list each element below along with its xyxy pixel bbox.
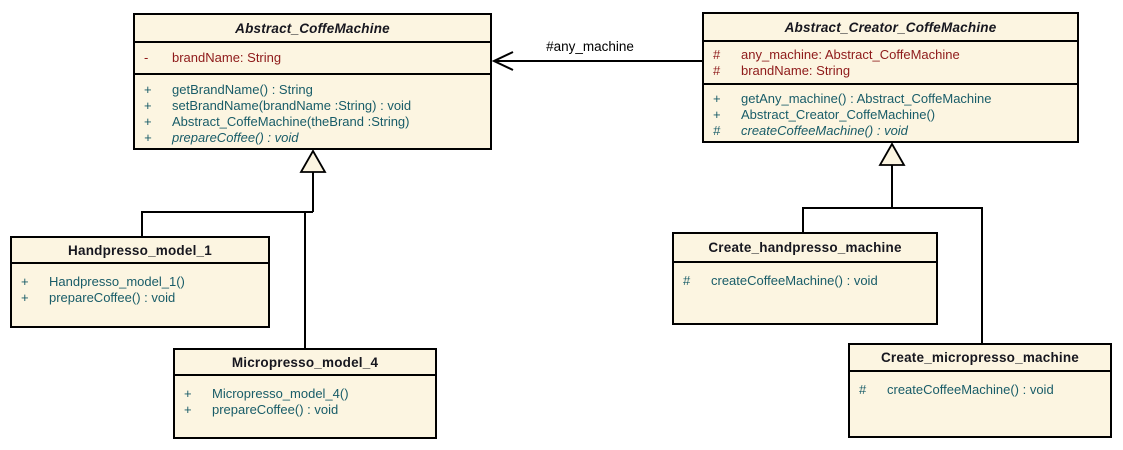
method-item: + getAny_machine() : Abstract_CoffeMachi…	[704, 91, 1077, 107]
class-title: Create_handpresso_machine	[674, 234, 936, 263]
visibility-marker: #	[713, 123, 721, 138]
methods-compartment: + getBrandName() : String + setBrandName…	[135, 75, 490, 146]
class-title: Micropresso_model_4	[175, 350, 435, 376]
visibility-marker: +	[21, 290, 29, 305]
visibility-marker: -	[144, 50, 149, 65]
method-item: + getBrandName() : String	[135, 82, 490, 98]
method-item: + Abstract_CoffeMachine(theBrand :String…	[135, 114, 490, 130]
method-item: + Micropresso_model_4()	[175, 386, 435, 402]
class-title: Abstract_CoffeMachine	[135, 15, 490, 43]
member-text: any_machine: Abstract_CoffeMachine	[741, 47, 960, 62]
methods-compartment: # createCoffeeMachine() : void	[674, 263, 936, 289]
visibility-marker: +	[21, 274, 29, 289]
visibility-marker: +	[144, 114, 152, 129]
methods-compartment: + Micropresso_model_4() + prepareCoffee(…	[175, 376, 435, 418]
visibility-marker: +	[713, 107, 721, 122]
class-title: Abstract_Creator_CoffeMachine	[704, 14, 1077, 42]
member-text: getAny_machine() : Abstract_CoffeMachine	[741, 91, 992, 106]
member-text: brandName: String	[741, 63, 851, 78]
member-text: brandName: String	[172, 50, 282, 65]
member-text: createCoffeeMachine() : void	[711, 273, 878, 288]
member-text: getBrandName() : String	[172, 82, 313, 97]
generalization-edge-coffemachine[interactable]	[141, 149, 327, 349]
visibility-marker: +	[184, 402, 192, 417]
class-handpresso-model-1[interactable]: Handpresso_model_1 + Handpresso_model_1(…	[10, 236, 270, 328]
attribute-item: - brandName: String	[135, 50, 490, 66]
association-label: #any_machine	[546, 39, 634, 54]
method-item-abstract: + prepareCoffee() : void	[135, 130, 490, 146]
member-text: setBrandName(brandName :String) : void	[172, 98, 412, 113]
class-create-handpresso-machine[interactable]: Create_handpresso_machine # createCoffee…	[672, 232, 938, 325]
method-item: + prepareCoffee() : void	[12, 290, 268, 306]
class-create-micropresso-machine[interactable]: Create_micropresso_machine # createCoffe…	[848, 343, 1112, 438]
visibility-marker: #	[713, 47, 721, 62]
visibility-marker: #	[859, 382, 867, 397]
member-text: Abstract_Creator_CoffeMachine()	[741, 107, 936, 122]
open-arrowhead-icon	[491, 51, 514, 71]
attributes-compartment: # any_machine: Abstract_CoffeMachine # b…	[704, 42, 1077, 85]
attributes-compartment: - brandName: String	[135, 43, 490, 75]
methods-compartment: # createCoffeeMachine() : void	[850, 372, 1110, 398]
generalization-triangle-icon	[299, 149, 327, 173]
member-text: Micropresso_model_4()	[212, 386, 349, 401]
member-text: Abstract_CoffeMachine(theBrand :String)	[172, 114, 410, 129]
visibility-marker: #	[713, 63, 721, 78]
member-text: createCoffeeMachine() : void	[741, 123, 908, 138]
association-edge-any-machine[interactable]: #any_machine	[491, 39, 702, 71]
visibility-marker: +	[144, 130, 152, 145]
generalization-edge-creator[interactable]	[802, 142, 983, 344]
visibility-marker: +	[184, 386, 192, 401]
methods-compartment: + Handpresso_model_1() + prepareCoffee()…	[12, 264, 268, 306]
method-item: + Handpresso_model_1()	[12, 274, 268, 290]
member-text: prepareCoffee() : void	[212, 402, 339, 417]
member-text: prepareCoffee() : void	[49, 290, 176, 305]
class-abstract-creator-coffemachine[interactable]: Abstract_Creator_CoffeMachine # any_mach…	[702, 12, 1079, 143]
method-item-abstract: # createCoffeeMachine() : void	[704, 123, 1077, 139]
visibility-marker: +	[144, 98, 152, 113]
member-text: prepareCoffee() : void	[172, 130, 299, 145]
class-title: Create_micropresso_machine	[850, 345, 1110, 372]
visibility-marker: #	[683, 273, 691, 288]
method-item: # createCoffeeMachine() : void	[674, 273, 936, 289]
class-abstract-coffemachine[interactable]: Abstract_CoffeMachine - brandName: Strin…	[133, 13, 492, 150]
class-title: Handpresso_model_1	[12, 238, 268, 264]
method-item: # createCoffeeMachine() : void	[850, 382, 1110, 398]
class-micropresso-model-4[interactable]: Micropresso_model_4 + Micropresso_model_…	[173, 348, 437, 439]
attribute-item: # brandName: String	[704, 63, 1077, 79]
methods-compartment: + getAny_machine() : Abstract_CoffeMachi…	[704, 85, 1077, 139]
member-text: createCoffeeMachine() : void	[887, 382, 1054, 397]
attribute-item: # any_machine: Abstract_CoffeMachine	[704, 47, 1077, 63]
member-text: Handpresso_model_1()	[49, 274, 185, 289]
method-item: + Abstract_Creator_CoffeMachine()	[704, 107, 1077, 123]
visibility-marker: +	[144, 82, 152, 97]
generalization-triangle-icon	[878, 142, 906, 166]
visibility-marker: +	[713, 91, 721, 106]
method-item: + prepareCoffee() : void	[175, 402, 435, 418]
method-item: + setBrandName(brandName :String) : void	[135, 98, 490, 114]
